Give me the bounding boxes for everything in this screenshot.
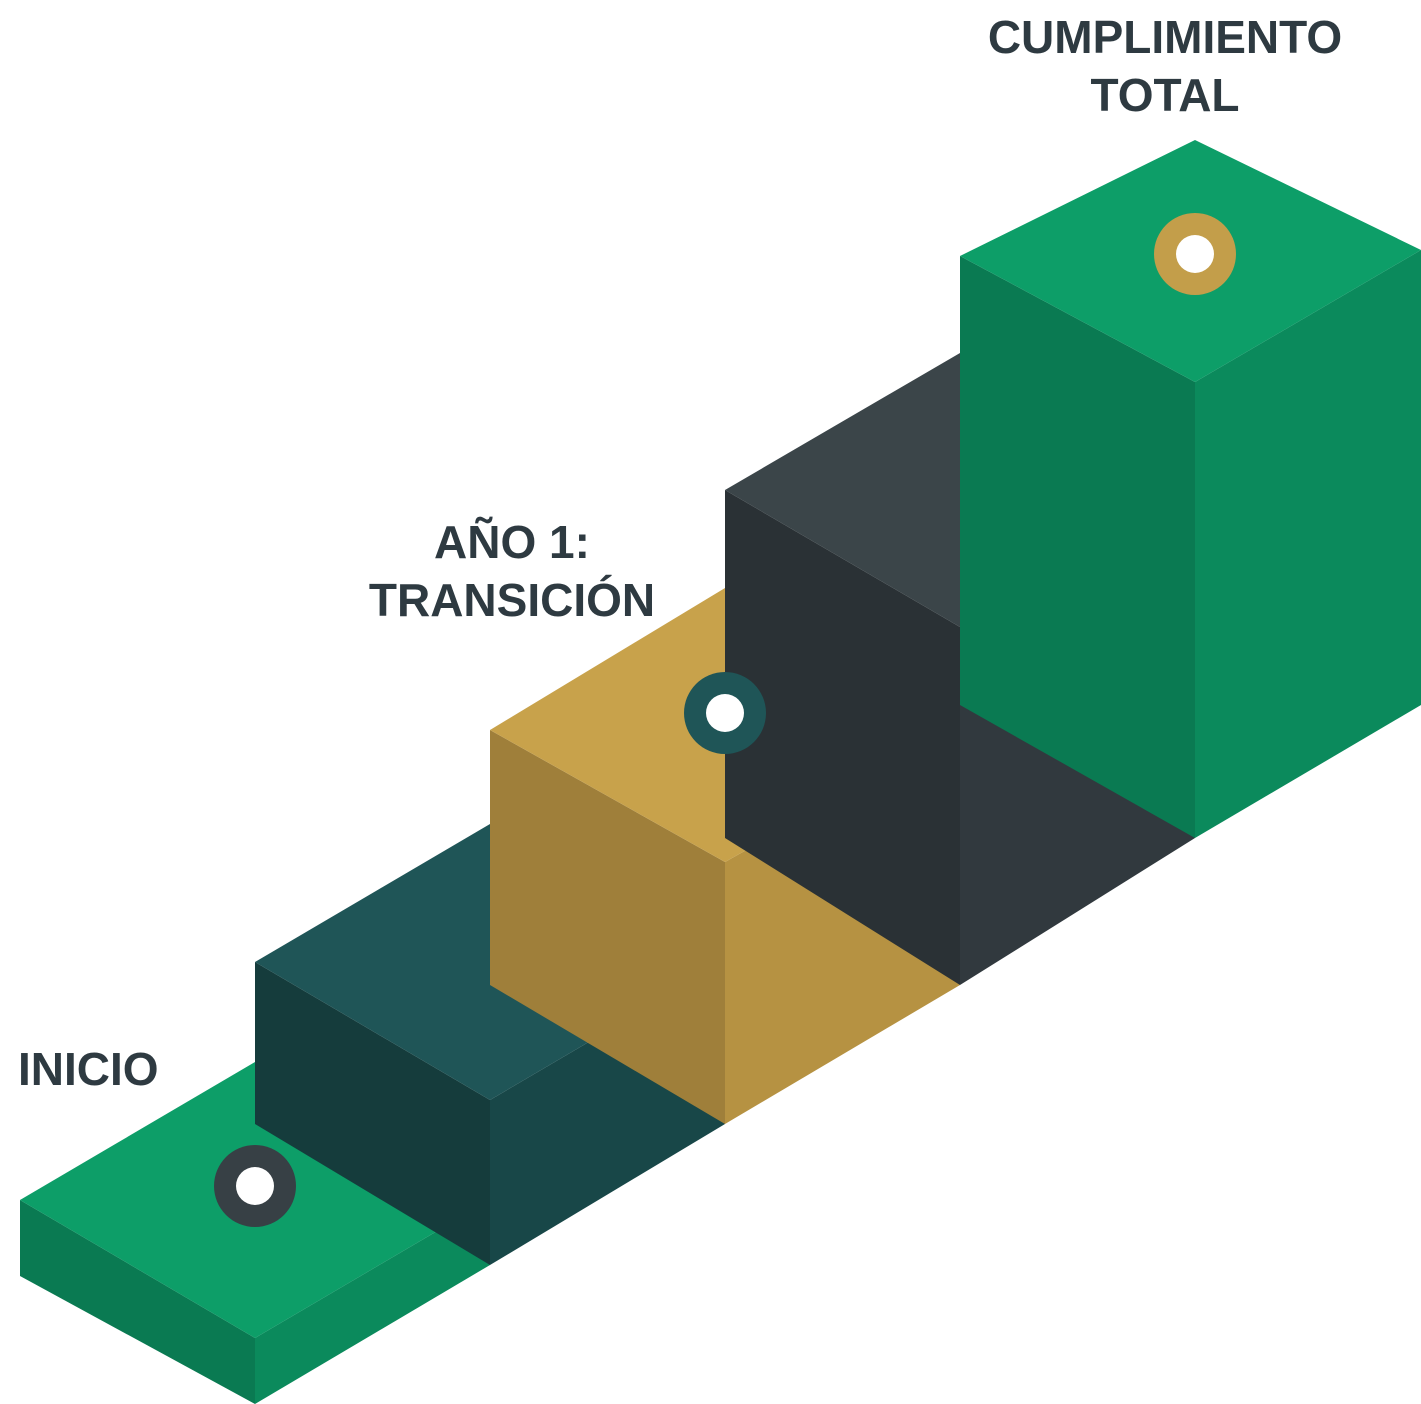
label-start: INICIO (18, 1040, 159, 1098)
step-1-marker-dot-icon (236, 1167, 274, 1205)
step-5-left-face (960, 256, 1195, 838)
step-4-left-face (725, 490, 960, 985)
step-1-left-face (20, 1200, 255, 1404)
label-start-text: INICIO (18, 1043, 159, 1095)
step-5-right-face (1195, 250, 1421, 838)
label-total-compliance: CUMPLIMIENTO TOTAL (965, 8, 1365, 124)
step-3-left-face (490, 730, 725, 1124)
label-year1-line1: AÑO 1: (434, 516, 590, 568)
label-total-line1: CUMPLIMIENTO (987, 11, 1343, 63)
step-3-marker-dot-icon (706, 694, 744, 732)
steps-layer (20, 140, 1421, 1404)
step-5-marker-dot-icon (1176, 235, 1214, 273)
markers-layer (214, 213, 1236, 1227)
step-1-right-face (255, 1200, 490, 1404)
step-2-left-face (255, 962, 490, 1265)
label-year1-transition: AÑO 1: TRANSICIÓN (352, 513, 672, 629)
label-total-line2: TOTAL (1090, 69, 1240, 121)
label-year1-line2: TRANSICIÓN (368, 574, 656, 626)
